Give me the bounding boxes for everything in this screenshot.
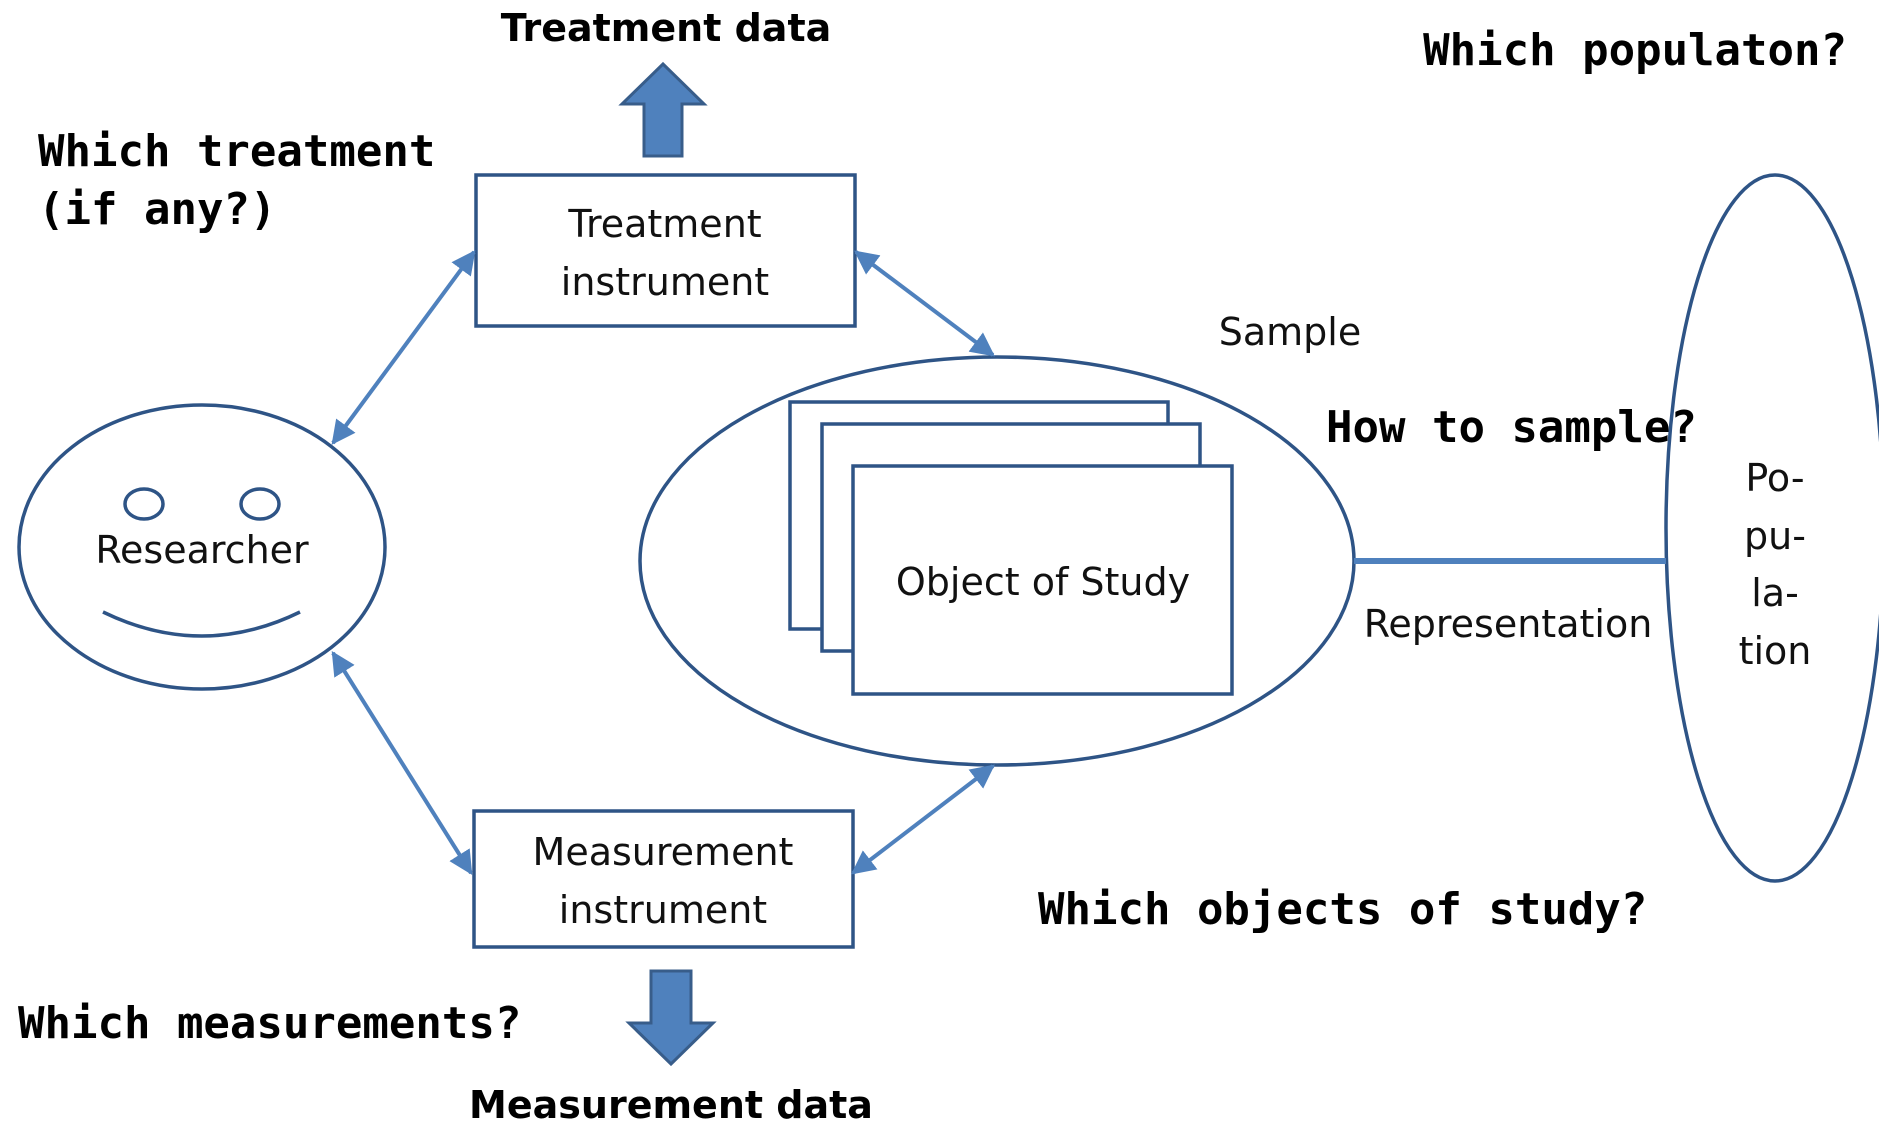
which-population-question: Which populaton? [1423, 25, 1847, 76]
left-eye-icon [123, 487, 165, 521]
researcher-circle [17, 403, 387, 691]
how-to-sample-question: How to sample? [1326, 402, 1697, 453]
which-objects-question: Which objects of study? [1038, 884, 1647, 935]
population-label-line3: la- [1751, 571, 1799, 615]
population-label-line1: Po- [1745, 456, 1804, 500]
researcher-measurement-connector [331, 650, 473, 876]
right-eye-icon [239, 487, 281, 521]
treatment-instrument-label-line1: Treatment [567, 202, 761, 246]
researcher-treatment-connector [331, 250, 476, 445]
treatment-sample-connector [854, 250, 995, 357]
which-measurements-question: Which measurements? [18, 998, 521, 1049]
measurement-data-arrow [625, 969, 717, 1067]
population-label-line4: tion [1739, 629, 1812, 673]
object-card-front [851, 464, 1234, 696]
population-ellipse [1664, 173, 1879, 883]
measurement-data-label: Measurement data [469, 1083, 873, 1124]
which-treatment-question-line1: Which treatment [38, 126, 435, 177]
treatment-data-label: Treatment data [501, 6, 832, 50]
researcher-label: Researcher [95, 528, 309, 572]
measurement-instrument-label-line2: instrument [559, 888, 767, 932]
measurement-instrument-box [472, 809, 855, 949]
smile-icon [102, 610, 301, 638]
measurement-instrument-label-line1: Measurement [533, 830, 794, 874]
treatment-instrument-box [474, 173, 857, 328]
sample-label: Sample [1219, 310, 1361, 354]
treatment-data-arrow [618, 61, 708, 158]
measurement-sample-connector [851, 764, 995, 875]
which-treatment-question-line2: (if any?) [38, 184, 276, 235]
treatment-instrument-label-line2: instrument [561, 260, 769, 304]
population-label-line2: pu- [1744, 514, 1806, 558]
object-of-study-label: Object of Study [896, 560, 1190, 604]
representation-label: Representation [1364, 602, 1653, 646]
